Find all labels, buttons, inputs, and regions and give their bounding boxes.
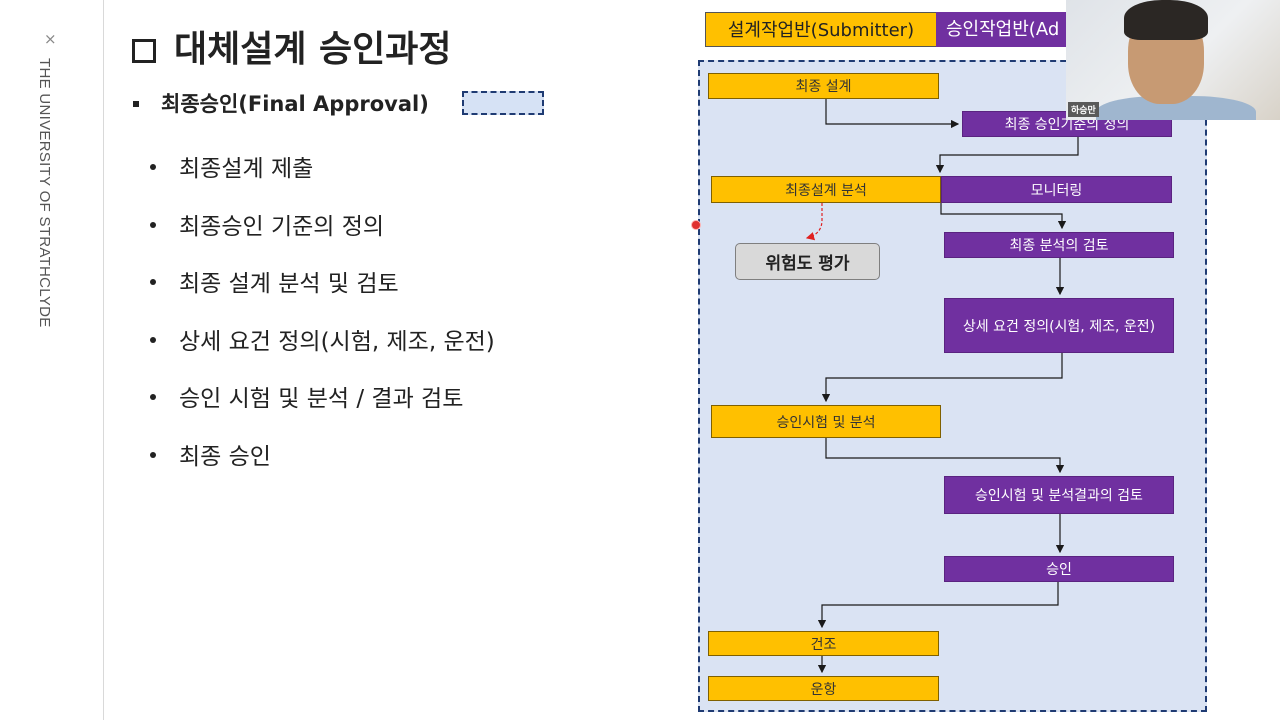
slide-title: 대체설계 승인과정 xyxy=(132,20,452,72)
sidebar: × THE UNIVERSITY OF STRATHCLYDE xyxy=(0,0,104,720)
bullet-dot-icon xyxy=(150,164,156,170)
slide-subtitle: 최종승인(Final Approval) xyxy=(133,88,429,118)
arrow-analysis-to-review xyxy=(940,203,1067,230)
box-test-review: 승인시험 및 분석결과의 검토 xyxy=(944,476,1174,514)
laser-pointer-icon xyxy=(691,220,701,230)
bullet-text: 상세 요건 정의(시험, 제조, 운전) xyxy=(179,328,495,355)
bullet-item: 상세 요건 정의(시험, 제조, 운전) xyxy=(150,323,495,381)
university-label: THE UNIVERSITY OF STRATHCLYDE xyxy=(36,58,53,328)
bullet-item: 최종승인 기준의 정의 xyxy=(150,208,495,266)
square-bullet-icon xyxy=(133,101,139,107)
close-icon[interactable]: × xyxy=(44,30,57,48)
header-approver: 승인작업반(Ad xyxy=(936,12,1086,47)
bullet-text: 최종 설계 분석 및 검토 xyxy=(179,271,399,297)
box-analysis: 최종설계 분석 xyxy=(711,176,941,203)
box-detail: 상세 요건 정의(시험, 제조, 운전) xyxy=(944,298,1174,353)
slide-subtitle-text: 최종승인(Final Approval) xyxy=(161,92,429,116)
box-review: 최종 분석의 검토 xyxy=(944,232,1174,258)
box-operate: 운항 xyxy=(708,676,939,701)
bullet-text: 승인 시험 및 분석 / 결과 검토 xyxy=(179,386,464,412)
webcam-name-label: 하승만 xyxy=(1068,102,1099,117)
bullet-dot-icon xyxy=(150,279,156,285)
box-test: 승인시험 및 분석 xyxy=(711,405,941,438)
bullet-text: 최종설계 제출 xyxy=(179,156,314,182)
bullet-item: 최종 설계 분석 및 검토 xyxy=(150,265,495,323)
legend-dashed-box xyxy=(462,91,544,115)
person-hair xyxy=(1124,0,1208,40)
arrow-criteria-to-analysis xyxy=(935,137,1079,174)
box-build: 건조 xyxy=(708,631,939,656)
bullet-text: 최종 승인 xyxy=(179,443,271,470)
webcam-video xyxy=(1066,0,1280,120)
box-approval: 승인 xyxy=(944,556,1174,582)
slide-title-text: 대체설계 승인과정 xyxy=(174,29,452,70)
arrow-test-to-test-review xyxy=(825,438,1065,474)
arrow-design-to-criteria xyxy=(825,99,960,129)
bullet-dot-icon xyxy=(150,336,156,343)
bullet-dot-icon xyxy=(150,451,156,458)
checkbox-icon xyxy=(132,39,156,63)
arrow-detail-to-test xyxy=(821,353,1063,403)
bullet-dot-icon xyxy=(150,221,156,228)
header-submitter: 설계작업반(Submitter) xyxy=(705,12,937,47)
arrow-approval-to-build xyxy=(817,582,1059,629)
risk-assessment-box: 위험도 평가 xyxy=(735,243,880,280)
bullet-list: 최종설계 제출 최종승인 기준의 정의 최종 설계 분석 및 검토 상세 요건 … xyxy=(150,150,495,495)
bullet-dot-icon xyxy=(150,394,156,400)
bullet-item: 승인 시험 및 분석 / 결과 검토 xyxy=(150,380,495,438)
box-monitoring: 모니터링 xyxy=(941,176,1172,203)
bullet-text: 최종승인 기준의 정의 xyxy=(179,213,385,240)
bullet-item: 최종 승인 xyxy=(150,438,495,496)
box-final-design: 최종 설계 xyxy=(708,73,939,99)
arrow-analysis-to-risk xyxy=(805,203,823,241)
flow-area xyxy=(698,60,1207,712)
bullet-item: 최종설계 제출 xyxy=(150,150,495,208)
